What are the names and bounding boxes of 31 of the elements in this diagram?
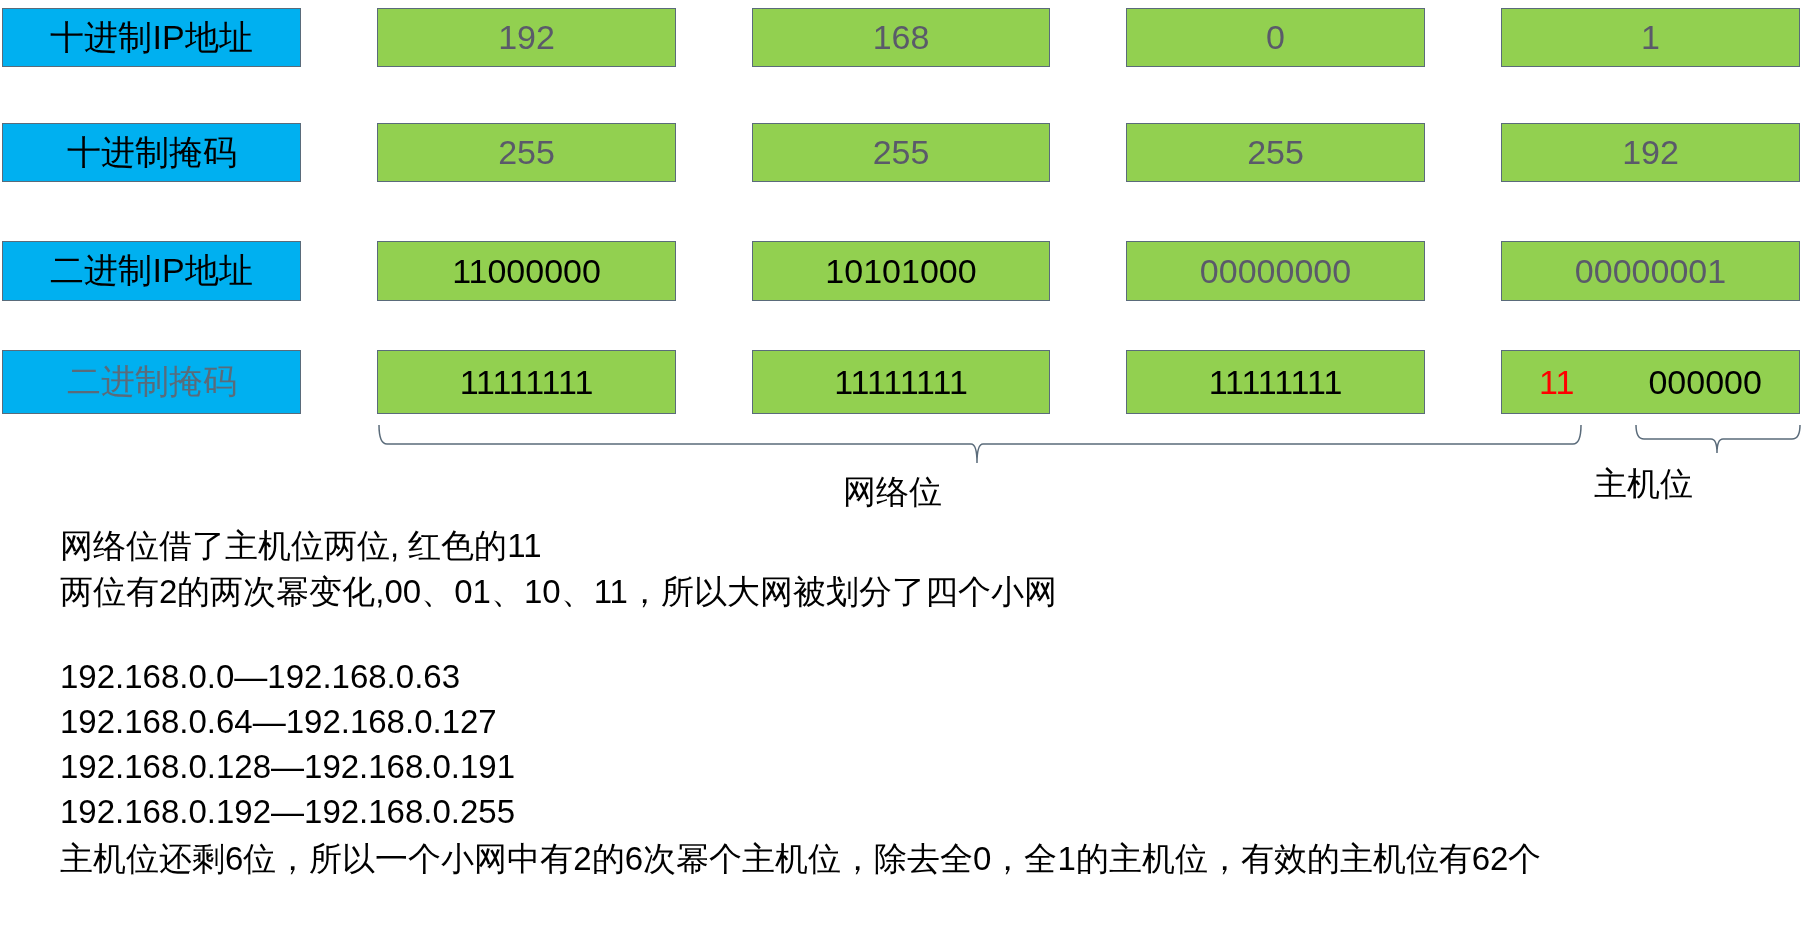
value-box: 255: [752, 123, 1050, 182]
borrowed-bits-text: 11: [1539, 362, 1575, 402]
note-text: 网络位借了主机位两位, 红色的11: [60, 526, 542, 566]
row-header-box: 十进制掩码: [2, 123, 301, 182]
value-box: 168: [752, 8, 1050, 67]
value-box: 1: [1501, 8, 1800, 67]
value-box: 00000000: [1126, 241, 1425, 301]
bracket-label: 主机位: [1594, 464, 1693, 504]
value-box: 11000000: [377, 241, 676, 301]
row-header-box: 二进制IP地址: [2, 241, 301, 301]
value-box: 11111111: [1126, 350, 1425, 414]
value-box: 11111111: [752, 350, 1050, 414]
note-text: 主机位还剩6位，所以一个小网中有2的6次幂个主机位，除去全0，全1的主机位，有效的主机位有62个: [60, 839, 1542, 879]
value-box: [1501, 350, 1800, 414]
subnet-range-text: 192.168.0.64—192.168.0.127: [60, 703, 497, 741]
value-box: 192: [377, 8, 676, 67]
value-box: 11111111: [377, 350, 676, 414]
subnet-range-text: 192.168.0.0—192.168.0.63: [60, 658, 460, 696]
row-header-box: 二进制掩码: [2, 350, 301, 414]
note-text: 两位有2的两次幂变化,00、01、10、11，所以大网被划分了四个小网: [60, 572, 1057, 612]
value-box: 255: [377, 123, 676, 182]
subnet-range-text: 192.168.0.192—192.168.0.255: [60, 793, 516, 831]
row-header-box: 十进制IP地址: [2, 8, 301, 67]
value-box: 0: [1126, 8, 1425, 67]
bracket-label: 网络位: [843, 472, 942, 512]
subnet-range-text: 192.168.0.128—192.168.0.191: [60, 748, 516, 786]
value-box: 10101000: [752, 241, 1050, 301]
value-box: 192: [1501, 123, 1800, 182]
host-bits-text: 000000: [1648, 362, 1762, 402]
value-box: 00000001: [1501, 241, 1800, 301]
value-box: 255: [1126, 123, 1425, 182]
